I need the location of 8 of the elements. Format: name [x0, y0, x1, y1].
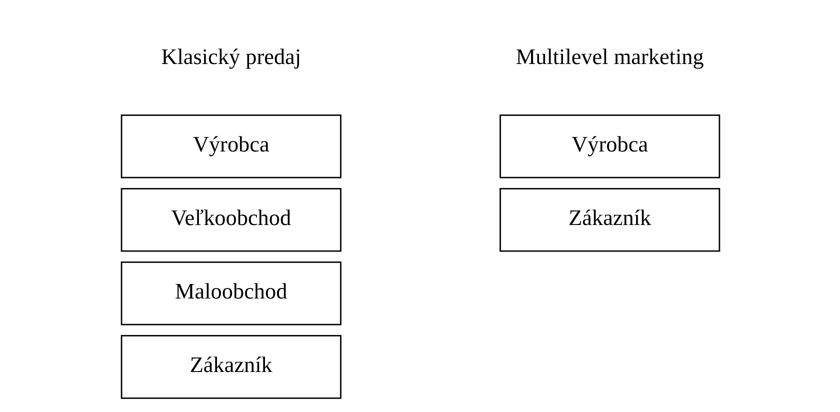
node-box: Zákazník [499, 188, 720, 252]
label: Klasický predaj [160, 44, 301, 70]
node-box: Zákazník [120, 335, 341, 399]
node-box: Výrobca [499, 114, 720, 178]
node-box: Veľkoobchod [120, 188, 341, 252]
node-box: Výrobca [120, 114, 341, 178]
label: Multilevel marketing [515, 44, 704, 70]
node-box: Maloobchod [120, 262, 341, 326]
